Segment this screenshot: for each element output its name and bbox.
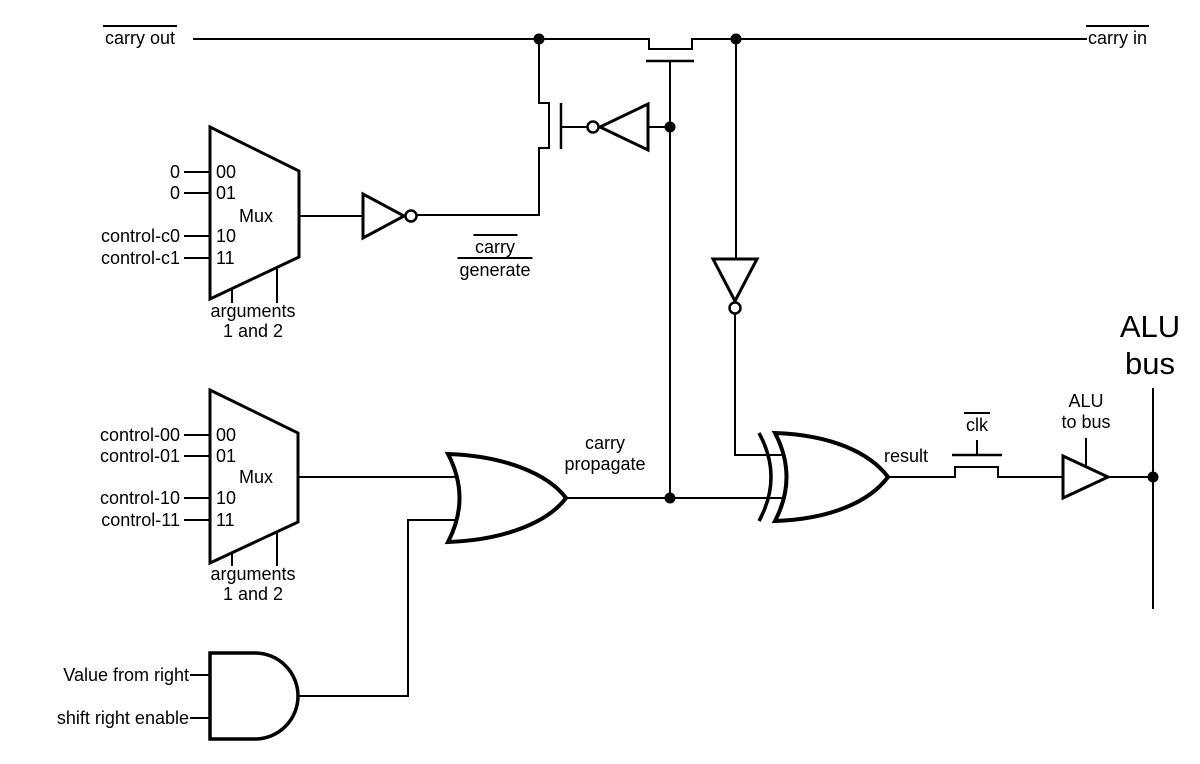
lower-mux-name: Mux — [238, 467, 274, 487]
and-gate-body — [208, 651, 300, 741]
lower-mux-input-01-label: control-01 — [99, 446, 180, 466]
upper-mux-argument-stubs — [231, 268, 278, 303]
junction-dot — [664, 492, 676, 504]
junction-dot — [730, 33, 742, 45]
carry-propagate-label: carry propagate — [564, 433, 646, 474]
lower-mux-slot-01: 01 — [216, 446, 237, 466]
carry-generate-inverter-bubble — [404, 209, 418, 223]
xor-gate-outer-arc — [757, 432, 773, 522]
junction-dot — [533, 33, 545, 45]
result-wire — [888, 466, 1063, 478]
lower-mux-slot-10: 10 — [216, 488, 237, 508]
upper-mux-input-0-label: 0 — [169, 162, 180, 182]
lower-mux-input-10-label: control-10 — [99, 488, 180, 508]
result-label: result — [884, 446, 929, 466]
upper-mux-slot-10: 10 — [216, 226, 237, 246]
pass-gate-inverter-bubble — [586, 120, 600, 134]
junction-dot — [664, 121, 676, 133]
upper-mux-arguments-label: arguments 1 and 2 — [210, 301, 296, 341]
alu-to-bus-label: ALU to bus — [1061, 391, 1111, 432]
upper-mux-slot-01: 01 — [216, 183, 237, 203]
or-gate-body — [444, 451, 569, 545]
lower-mux-slot-00: 00 — [216, 425, 237, 445]
shift-right-enable-label: shift right enable — [56, 708, 189, 728]
lower-mux-body — [208, 387, 300, 566]
alu-bus-label: ALU bus — [1119, 309, 1181, 381]
lower-mux-input-00-label: control-00 — [99, 425, 180, 445]
carry-in-label: carry in — [1086, 25, 1150, 48]
xor-gate-body — [771, 430, 891, 524]
carry-chain-wire — [193, 38, 1087, 50]
lower-mux-slot-11: 11 — [216, 510, 235, 530]
junction-dot — [1147, 471, 1159, 483]
lower-mux-input-11-label: control-11 — [101, 510, 180, 530]
upper-mux-body — [208, 124, 301, 302]
upper-mux-slot-00: 00 — [216, 162, 237, 182]
upper-mux-input-1-label: 0 — [169, 183, 180, 203]
junction-dots — [533, 33, 1159, 504]
pass-gate-inverter — [596, 101, 650, 153]
upper-mux-input-3-label: control-c1 — [100, 248, 180, 268]
carry-generate-label: carry generate — [457, 234, 533, 280]
carry-in-inverter-bubble — [728, 301, 742, 315]
upper-mux-name: Mux — [238, 206, 274, 226]
lower-mux-input-stubs — [184, 434, 210, 521]
clk-label: clk — [964, 412, 990, 435]
upper-mux-input-stubs — [184, 171, 210, 259]
and-input-stubs — [190, 674, 210, 719]
carry-generate-inverter — [361, 191, 408, 241]
carry-generate-channel-wire — [417, 39, 550, 216]
upper-mux-slot-11: 11 — [216, 248, 235, 268]
upper-mux-input-2-label: control-c0 — [100, 226, 180, 246]
alu-to-bus-buffer — [1061, 453, 1112, 501]
lower-mux-arguments-label: arguments 1 and 2 — [210, 564, 296, 604]
carry-out-label: carry out — [103, 25, 178, 48]
carry-in-inverter — [710, 257, 760, 305]
shift-and-output-wire — [298, 519, 460, 697]
inverted-carry-wire — [734, 314, 789, 456]
value-from-right-label: Value from right — [63, 665, 189, 685]
